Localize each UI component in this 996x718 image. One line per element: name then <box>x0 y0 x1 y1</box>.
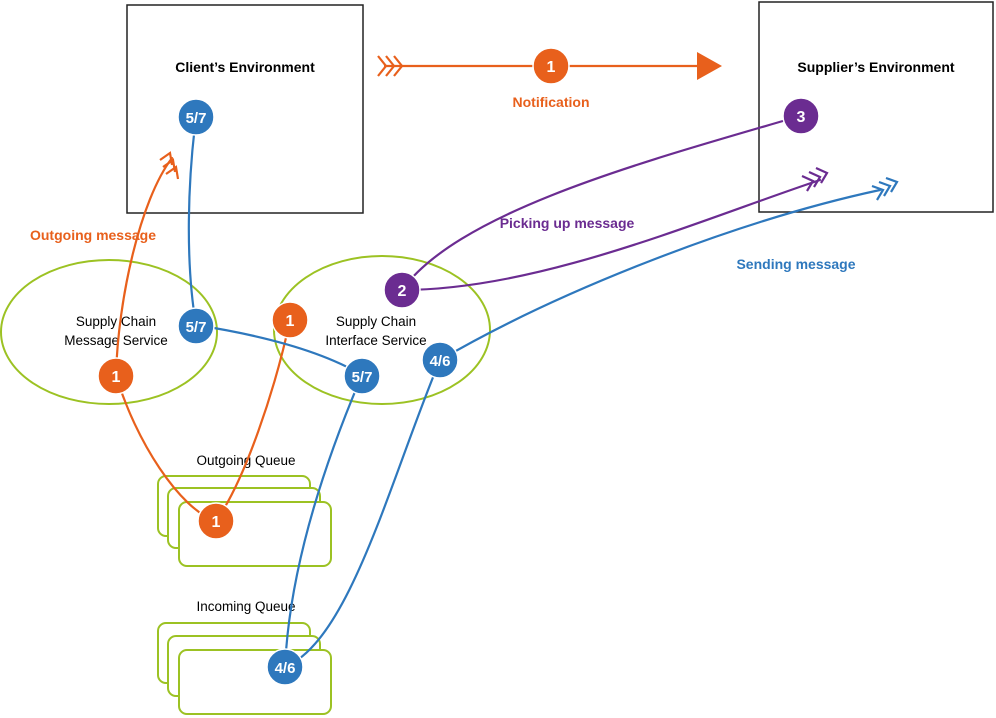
badge-notification: 1 <box>532 47 570 85</box>
badge-interface-orange: 1 <box>271 301 309 339</box>
message-service-label-line2: Message Service <box>64 333 168 348</box>
svg-text:4/6: 4/6 <box>275 660 296 677</box>
message-service-label-line1: Supply Chain <box>76 314 156 329</box>
badge-interface-blue-right: 4/6 <box>421 341 459 379</box>
incoming-queue-label: Incoming Queue <box>196 599 295 614</box>
svg-text:5/7: 5/7 <box>186 110 207 127</box>
client-to-msg-service-line <box>187 115 198 327</box>
badge-message-service-blue: 5/7 <box>177 307 215 345</box>
svg-text:5/7: 5/7 <box>352 369 373 386</box>
badge-message-service-orange: 1 <box>97 357 135 395</box>
interface-service-label-line1: Supply Chain <box>336 314 416 329</box>
incoming-queue-to-interface-line <box>283 358 442 669</box>
svg-text:1: 1 <box>212 514 221 531</box>
picking-up-message-label: Picking up message <box>500 215 635 231</box>
incoming-queue-stack <box>157 622 332 715</box>
interface-to-incoming-queue-line <box>283 373 364 669</box>
outgoing-queue-stack <box>157 475 332 567</box>
badge-client-environment: 5/7 <box>177 98 215 136</box>
badge-interface-pickup: 2 <box>383 271 421 309</box>
client-environment-box <box>126 4 364 214</box>
outgoing-message-line <box>114 156 174 377</box>
badge-outgoing-queue: 1 <box>197 502 235 540</box>
sending-message-line <box>438 188 882 362</box>
supplier-environment-title: Supplier’s Environment <box>797 59 954 75</box>
svg-text:4/6: 4/6 <box>430 353 451 370</box>
interface-service-ellipse <box>273 255 491 405</box>
picking-up-return-line <box>400 178 822 292</box>
notification-arrow-feather <box>377 55 404 77</box>
outgoing-message-feather <box>159 151 180 180</box>
svg-text:2: 2 <box>398 283 407 300</box>
svg-text:1: 1 <box>547 59 556 76</box>
outgoing-message-label: Outgoing message <box>30 227 156 243</box>
picking-up-feather <box>801 166 829 192</box>
svg-text:5/7: 5/7 <box>186 319 207 336</box>
sending-message-feather <box>871 176 899 201</box>
interface-service-label-line2: Interface Service <box>325 333 426 348</box>
notification-arrowhead <box>697 52 722 80</box>
client-environment-title: Client’s Environment <box>175 59 315 75</box>
notification-label: Notification <box>513 94 590 110</box>
svg-text:3: 3 <box>797 109 806 126</box>
svg-text:1: 1 <box>286 313 295 330</box>
picking-up-request-line <box>400 114 802 292</box>
message-service-ellipse <box>0 259 218 405</box>
sending-message-label: Sending message <box>736 256 855 272</box>
outgoing-queue-to-interface-line <box>214 318 292 523</box>
badge-supplier-environment: 3 <box>782 97 820 135</box>
badge-incoming-queue: 4/6 <box>266 648 304 686</box>
badge-interface-blue-left: 5/7 <box>343 357 381 395</box>
svg-text:1: 1 <box>112 369 121 386</box>
